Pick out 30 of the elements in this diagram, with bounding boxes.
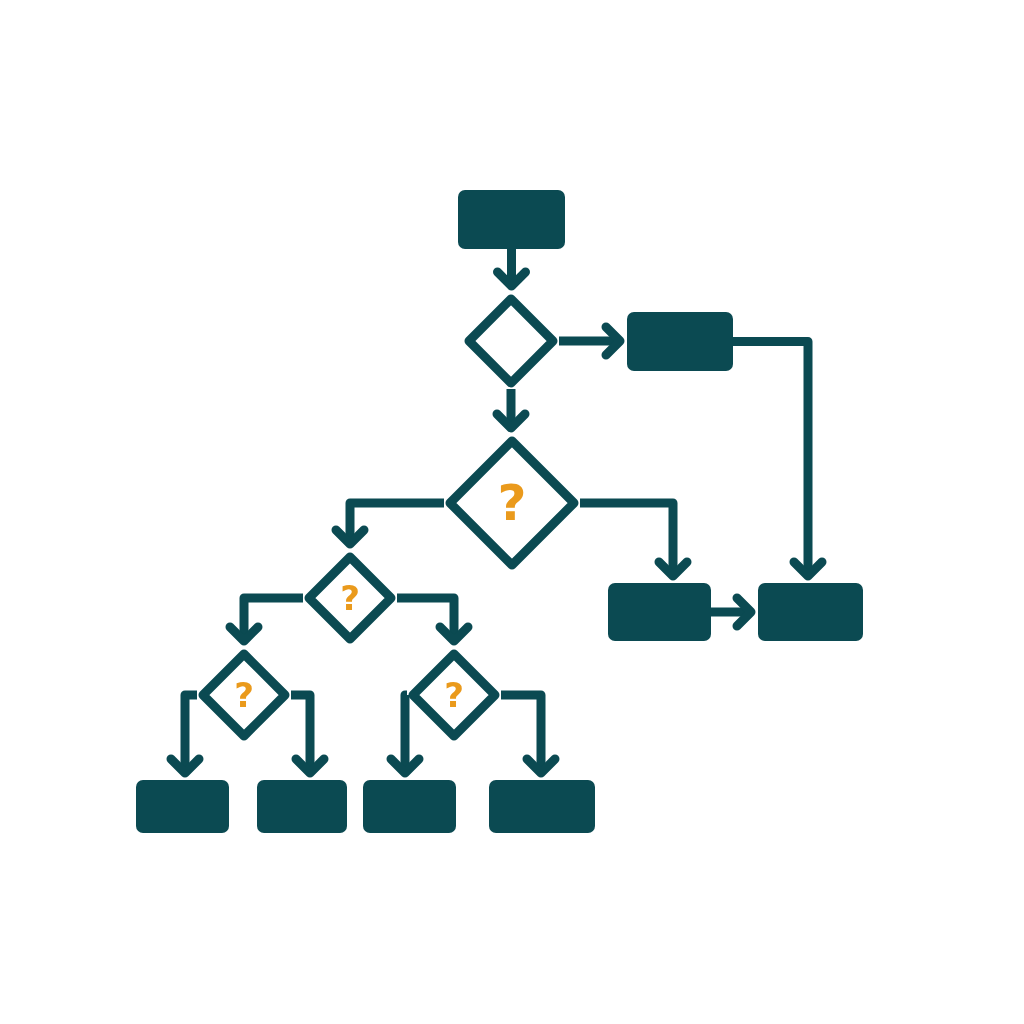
- arrow: [711, 593, 756, 631]
- arrow: [580, 498, 692, 581]
- process-box: [136, 780, 229, 833]
- arrow: [331, 498, 444, 549]
- process-box: [608, 583, 711, 641]
- decision-diamond: [444, 435, 580, 571]
- process-box: [257, 780, 347, 833]
- decision-diamond: [463, 293, 559, 389]
- arrow: [559, 322, 625, 360]
- process-box: [627, 312, 733, 371]
- process-box: [458, 190, 565, 249]
- arrow: [501, 690, 560, 778]
- arrow: [291, 690, 329, 778]
- process-box: [489, 780, 595, 833]
- decision-diamond: [407, 648, 501, 742]
- process-box: [363, 780, 456, 833]
- arrow: [397, 593, 473, 646]
- process-box: [758, 583, 863, 641]
- question-mark: ?: [497, 478, 527, 528]
- arrow: [493, 249, 530, 291]
- arrow: [492, 389, 530, 433]
- decision-diamond: [197, 648, 291, 742]
- question-mark: ?: [234, 678, 254, 712]
- arrow: [386, 690, 424, 778]
- decision-diamond: [303, 551, 397, 645]
- question-mark: ?: [444, 678, 464, 712]
- question-mark: ?: [340, 581, 360, 615]
- arrow: [225, 593, 303, 646]
- arrow: [166, 690, 204, 778]
- arrow: [733, 337, 827, 581]
